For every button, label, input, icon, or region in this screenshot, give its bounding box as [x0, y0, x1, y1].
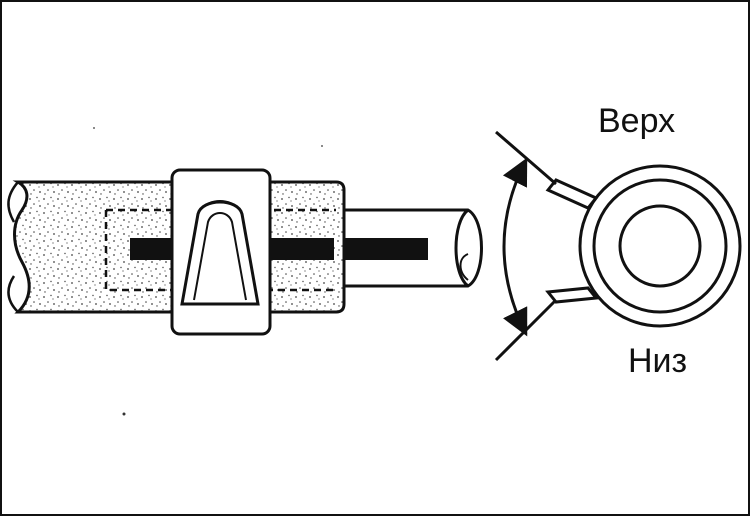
alignment-mark-right — [344, 238, 428, 260]
pipe-ring — [618, 204, 702, 288]
angle-arc-double-arrow-icon — [502, 157, 528, 337]
scan-speck — [93, 127, 95, 129]
clamp-tab-lower — [545, 286, 599, 304]
label-top: Верх — [598, 102, 675, 140]
scan-speck — [321, 145, 323, 147]
spring-clamp — [170, 168, 272, 336]
angle-indicator — [494, 130, 558, 362]
alignment-mark-left — [130, 238, 178, 260]
label-bottom: Низ — [628, 342, 687, 380]
end-view — [545, 164, 742, 328]
alignment-mark-middle — [268, 238, 334, 260]
clamp-tab-upper — [545, 178, 599, 210]
scan-speck — [122, 412, 126, 416]
